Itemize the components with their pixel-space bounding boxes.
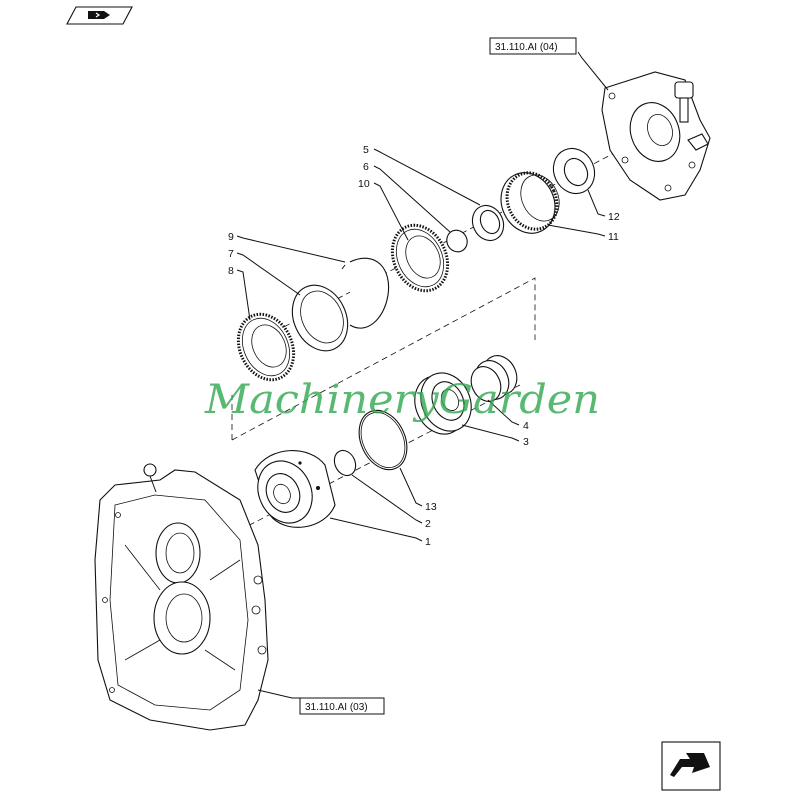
o-ring-part-13	[358, 409, 408, 471]
transmission-housing	[94, 463, 269, 731]
callout-7: 7	[228, 248, 234, 260]
callout-12: 12	[608, 211, 620, 223]
callout-labels: 5 6 10 9 7 8 12 11 4 3 13 2 1	[228, 144, 620, 548]
callout-9: 9	[228, 231, 234, 243]
callout-4: 4	[523, 420, 529, 432]
callout-11: 11	[608, 231, 619, 243]
snap-ring-part-9	[341, 257, 390, 329]
callout-13: 13	[425, 501, 437, 513]
page-nav-book-icon[interactable]	[66, 6, 133, 25]
callout-8: 8	[228, 265, 234, 277]
callout-10: 10	[358, 178, 370, 190]
friction-disc-part-10	[390, 223, 450, 293]
next-page-arrow-icon[interactable]	[661, 741, 721, 791]
reference-label-top: 31.110.AI (04)	[495, 42, 558, 53]
callout-3: 3	[523, 436, 529, 448]
callout-leader-lines	[236, 51, 609, 699]
washer-part-5	[471, 204, 505, 242]
piston-part-3	[414, 372, 472, 435]
friction-disc-part-8	[236, 312, 296, 382]
reference-box-bottom[interactable]: 31.110.AI (03)	[299, 697, 385, 715]
snap-ring-part-2	[333, 449, 357, 477]
reference-box-top[interactable]: 31.110.AI (04)	[489, 37, 577, 55]
snap-ring-part-6	[446, 229, 468, 253]
seal-rings-part-4	[470, 355, 518, 402]
seal-part-12	[552, 147, 596, 195]
watermark-text: MachineryGarden	[204, 377, 600, 423]
clutch-hub-part-1	[254, 450, 336, 528]
callout-5: 5	[363, 144, 369, 156]
callout-6: 6	[363, 161, 369, 173]
callout-1: 1	[425, 536, 431, 548]
steel-disc-part-7	[291, 284, 349, 352]
reference-label-bottom: 31.110.AI (03)	[305, 702, 368, 713]
callout-2: 2	[425, 518, 431, 530]
rear-cover-housing	[601, 71, 711, 201]
ring-gear-part-11	[500, 171, 560, 234]
